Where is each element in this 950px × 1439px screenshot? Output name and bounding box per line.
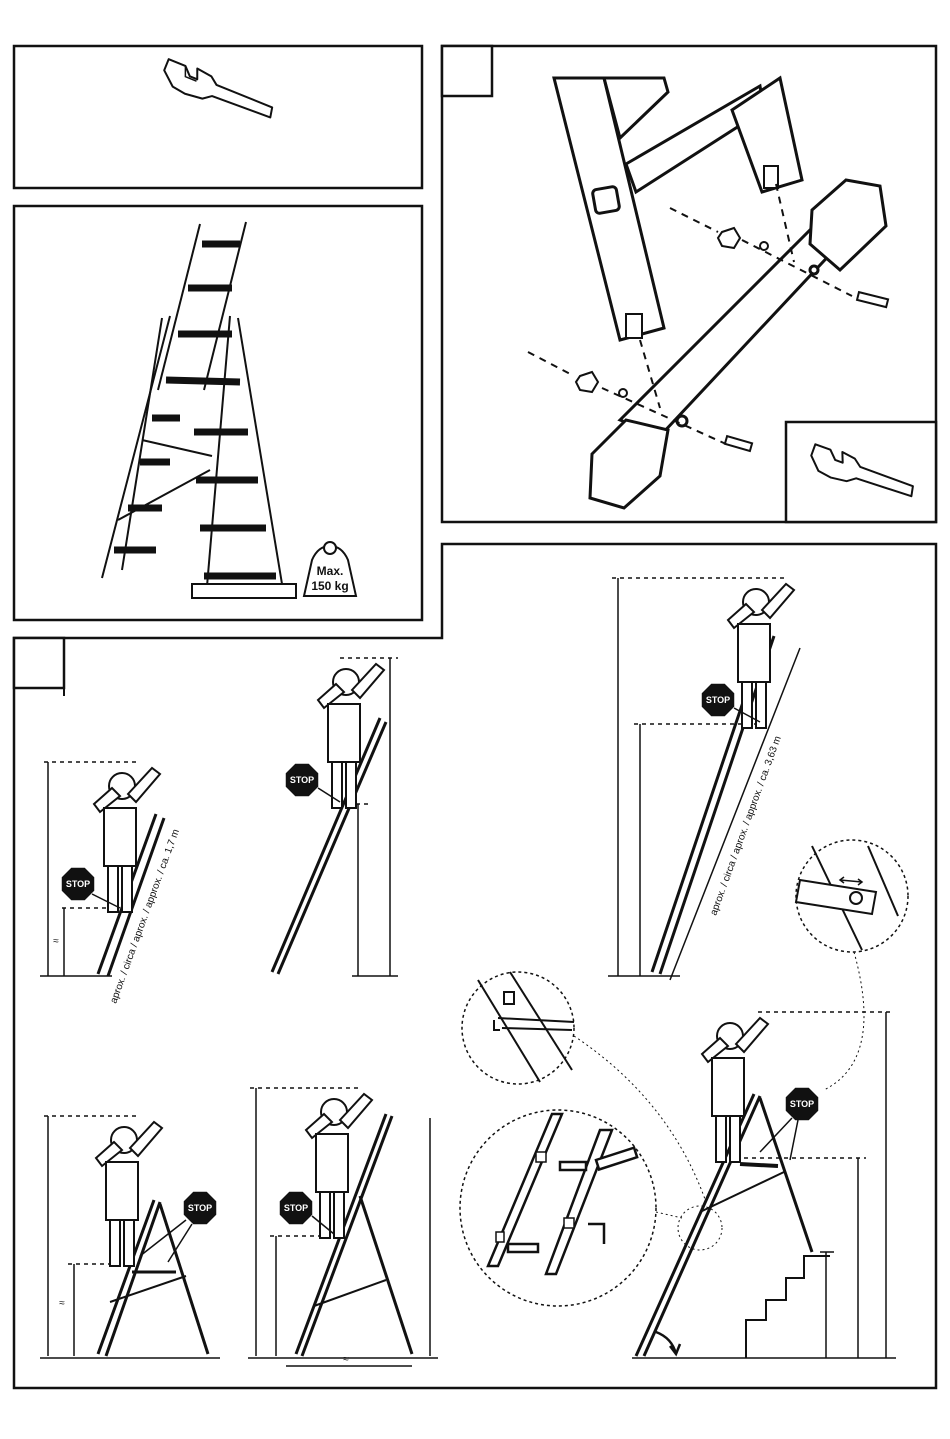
stop-sign-icon: STOP — [183, 1191, 217, 1225]
figure-stepladder-low: STOP ≈ — [40, 1116, 220, 1358]
svg-text:STOP: STOP — [706, 695, 730, 705]
svg-text:STOP: STOP — [790, 1099, 814, 1109]
svg-text:STOP: STOP — [66, 879, 90, 889]
approx-symbol: ≈ — [53, 936, 59, 947]
svg-text:STOP: STOP — [284, 1203, 308, 1213]
approx-symbol: ≈ — [59, 1298, 65, 1309]
figure-medium-leaning-ladder: STOP — [272, 658, 398, 976]
tool-panel — [14, 46, 422, 188]
figure-long-leaning-ladder: STOP aprox. / circa / aprox. / approx. /… — [608, 578, 800, 980]
stop-sign-icon: STOP — [285, 763, 319, 797]
stop-sign-icon: STOP — [279, 1191, 313, 1225]
wrench-inset — [786, 422, 936, 522]
step-number-box — [14, 638, 64, 688]
svg-text:STOP: STOP — [188, 1203, 212, 1213]
svg-text:STOP: STOP — [290, 775, 314, 785]
ladder-overview-panel: Max. 150 kg — [14, 206, 422, 620]
max-load-value: 150 kg — [311, 579, 348, 593]
weight-icon: Max. 150 kg — [304, 542, 356, 596]
max-load-label: Max. — [317, 564, 344, 578]
step-number-box — [442, 46, 492, 96]
hook-detail-lower — [460, 1110, 682, 1306]
assembly-detail-panel — [442, 46, 936, 522]
length-label-long: aprox. / circa / aprox. / approx. / ca. … — [708, 735, 783, 917]
stop-sign-icon: STOP — [61, 867, 95, 901]
approx-symbol: ≈ — [343, 1354, 349, 1365]
wrench-icon — [159, 57, 277, 126]
stairs — [746, 1256, 830, 1358]
figure-short-leaning-ladder: STOP aprox. / circa / aprox. / approx. /… — [40, 762, 182, 1005]
usage-panel: STOP aprox. / circa / aprox. / approx. /… — [14, 544, 936, 1388]
figure-stepladder-extended: STOP ≈ — [248, 1088, 438, 1366]
figure-ladder-on-stairs: STOP — [632, 1012, 896, 1358]
ladder-illustration — [102, 222, 296, 598]
stop-sign-icon: STOP — [785, 1087, 819, 1121]
stop-sign-icon: STOP — [701, 683, 735, 717]
adjustment-detail — [796, 840, 908, 1090]
